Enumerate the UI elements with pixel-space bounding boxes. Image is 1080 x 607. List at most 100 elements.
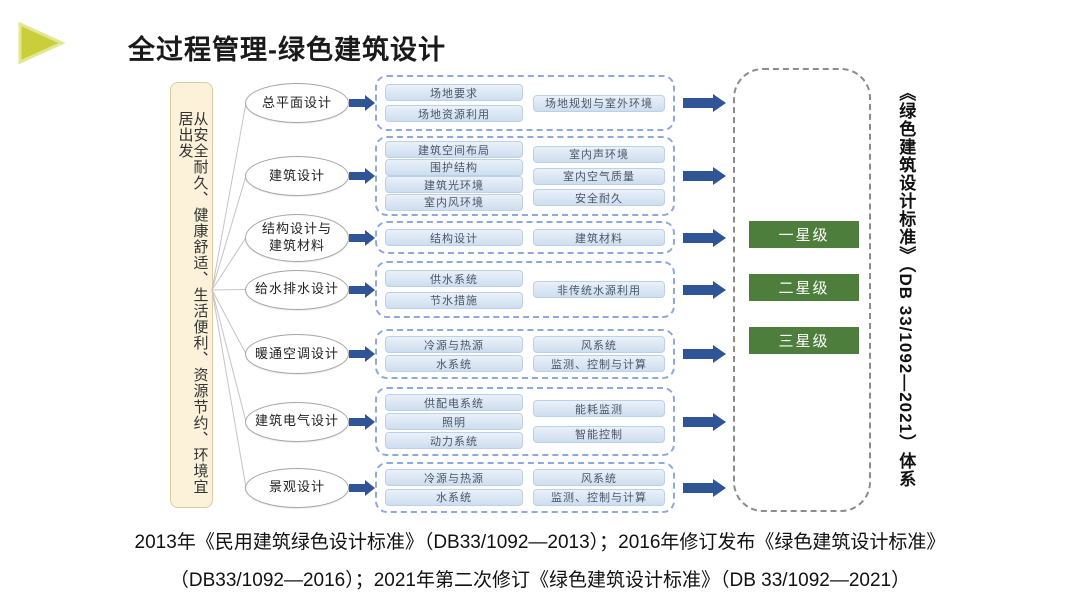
item-pill: 非传统水源利用 bbox=[533, 281, 665, 298]
principles-text: 从安全耐久、健康舒适、生活便利、资源节约、环境宜居出发 bbox=[176, 111, 208, 495]
items-box: 供水系统节水措施非传统水源利用 bbox=[375, 261, 675, 318]
items-column-right: 建筑材料 bbox=[533, 226, 665, 249]
items-column-left: 冷源与热源水系统 bbox=[385, 467, 523, 508]
items-column-right: 风系统监测、控制与计算 bbox=[533, 467, 665, 508]
arrow-shaft bbox=[683, 171, 713, 181]
standard-system-frame: 一星级二星级三星级 bbox=[733, 68, 871, 512]
items-box: 结构设计建筑材料 bbox=[375, 221, 675, 254]
arrow-icon bbox=[349, 95, 375, 111]
arrow-head bbox=[365, 229, 375, 246]
items-column-left: 冷源与热源水系统 bbox=[385, 334, 523, 374]
rating-badge-3: 三星级 bbox=[749, 327, 859, 354]
item-pill: 水系统 bbox=[385, 488, 523, 506]
arrow-icon bbox=[683, 280, 726, 299]
arrow-icon bbox=[349, 413, 375, 430]
category-oval: 总平面设计 bbox=[245, 83, 349, 123]
item-pill: 室内声环境 bbox=[533, 145, 665, 163]
group-row-0: 总平面设计 场地要求场地资源利用场地规划与室外环境 bbox=[245, 75, 675, 131]
arrow-head bbox=[713, 94, 726, 112]
arrow-shaft bbox=[683, 98, 713, 108]
items-column-right: 非传统水源利用 bbox=[533, 266, 665, 313]
arrow-icon bbox=[349, 168, 375, 184]
category-oval: 暖通空调设计 bbox=[245, 334, 349, 374]
arrow-head bbox=[365, 479, 375, 496]
arrow-shaft bbox=[683, 482, 713, 493]
arrow-head bbox=[365, 413, 375, 430]
items-box: 冷源与热源水系统风系统监测、控制与计算 bbox=[375, 329, 675, 379]
items-column-left: 供配电系统照明动力系统 bbox=[385, 392, 523, 451]
footer-line-2: （DB33/1092—2016）；2021年第二次修订《绿色建筑设计标准》（DB… bbox=[169, 570, 911, 591]
arrow-shaft bbox=[349, 350, 365, 358]
item-pill: 智能控制 bbox=[533, 425, 665, 443]
group-row-5: 建筑电气设计 供配电系统照明动力系统能耗监测智能控制 bbox=[245, 387, 675, 456]
arrow-head bbox=[365, 281, 375, 298]
arrow-icon bbox=[683, 94, 726, 112]
arrow-icon bbox=[349, 479, 375, 496]
arrow-shaft bbox=[349, 285, 365, 294]
category-oval: 建筑电气设计 bbox=[245, 401, 349, 442]
items-column-left: 结构设计 bbox=[385, 226, 523, 249]
item-pill: 照明 bbox=[385, 413, 523, 430]
items-box: 冷源与热源水系统风系统监测、控制与计算 bbox=[375, 462, 675, 513]
items-column-right: 风系统监测、控制与计算 bbox=[533, 334, 665, 374]
item-pill: 建筑光环境 bbox=[385, 176, 523, 194]
item-pill: 冷源与热源 bbox=[385, 469, 523, 487]
item-pill: 监测、控制与计算 bbox=[533, 355, 665, 372]
footer-line-1: 2013年《民用建筑绿色设计标准》（DB33/1092—2013）；2016年修… bbox=[134, 532, 946, 553]
arrow-icon bbox=[683, 167, 726, 185]
category-label: 总平面设计 bbox=[261, 94, 332, 110]
play-triangle-icon bbox=[18, 22, 66, 65]
arrow-icon bbox=[683, 412, 726, 431]
rating-badge-1: 一星级 bbox=[749, 221, 859, 248]
items-column-left: 建筑空间布局围护结构建筑光环境室内风环境 bbox=[385, 141, 523, 211]
group-row-4: 暖通空调设计冷源与热源水系统风系统监测、控制与计算 bbox=[245, 329, 675, 379]
items-column-left: 供水系统节水措施 bbox=[385, 266, 523, 313]
item-pill: 能耗监测 bbox=[533, 400, 665, 418]
arrow-shaft bbox=[683, 232, 713, 243]
arrow-icon bbox=[683, 228, 726, 247]
item-pill: 场地要求 bbox=[385, 84, 523, 101]
group-row-2: 结构设计与 建筑材料 结构设计建筑材料 bbox=[245, 213, 675, 262]
item-pill: 动力系统 bbox=[385, 432, 523, 449]
arrow-head bbox=[713, 412, 726, 431]
group-row-6: 景观设计冷源与热源水系统风系统监测、控制与计算 bbox=[245, 462, 675, 513]
item-pill: 室内空气质量 bbox=[533, 167, 665, 185]
arrow-icon bbox=[683, 478, 726, 497]
arrow-head bbox=[713, 228, 726, 247]
arrow-head bbox=[365, 346, 375, 362]
item-pill: 水系统 bbox=[385, 355, 523, 372]
item-pill: 风系统 bbox=[533, 336, 665, 353]
arrow-head bbox=[713, 478, 726, 497]
items-column-right: 能耗监测智能控制 bbox=[533, 392, 665, 451]
arrow-icon bbox=[349, 229, 375, 246]
item-pill: 节水措施 bbox=[385, 291, 523, 309]
items-column-right: 场地规划与室外环境 bbox=[533, 80, 665, 126]
arrow-icon bbox=[349, 281, 375, 298]
category-oval: 景观设计 bbox=[245, 467, 349, 508]
arrow-shaft bbox=[683, 349, 713, 359]
category-label: 建筑电气设计 bbox=[254, 413, 339, 429]
arrow-icon bbox=[683, 345, 726, 363]
arrow-head bbox=[713, 167, 726, 185]
group-row-3: 给水排水设计 供水系统节水措施非传统水源利用 bbox=[245, 261, 675, 318]
category-oval: 结构设计与 建筑材料 bbox=[245, 213, 349, 262]
items-column-left: 场地要求场地资源利用 bbox=[385, 80, 523, 126]
arrow-shaft bbox=[349, 172, 365, 180]
arrow-shaft bbox=[683, 416, 713, 427]
item-pill: 建筑空间布局 bbox=[385, 141, 523, 159]
arrow-icon bbox=[349, 346, 375, 362]
items-box: 场地要求场地资源利用场地规划与室外环境 bbox=[375, 75, 675, 131]
item-pill: 供水系统 bbox=[385, 270, 523, 288]
category-label: 结构设计与 建筑材料 bbox=[261, 221, 332, 253]
rating-badge-2: 二星级 bbox=[749, 274, 859, 301]
arrow-head bbox=[365, 168, 375, 184]
arrow-shaft bbox=[349, 233, 365, 242]
item-pill: 安全耐久 bbox=[533, 189, 665, 207]
items-column-right: 室内声环境室内空气质量安全耐久 bbox=[533, 141, 665, 211]
item-pill: 供配电系统 bbox=[385, 394, 523, 411]
category-label: 给水排水设计 bbox=[254, 281, 339, 297]
item-pill: 风系统 bbox=[533, 469, 665, 487]
arrow-shaft bbox=[349, 417, 365, 426]
arrow-shaft bbox=[349, 483, 365, 492]
